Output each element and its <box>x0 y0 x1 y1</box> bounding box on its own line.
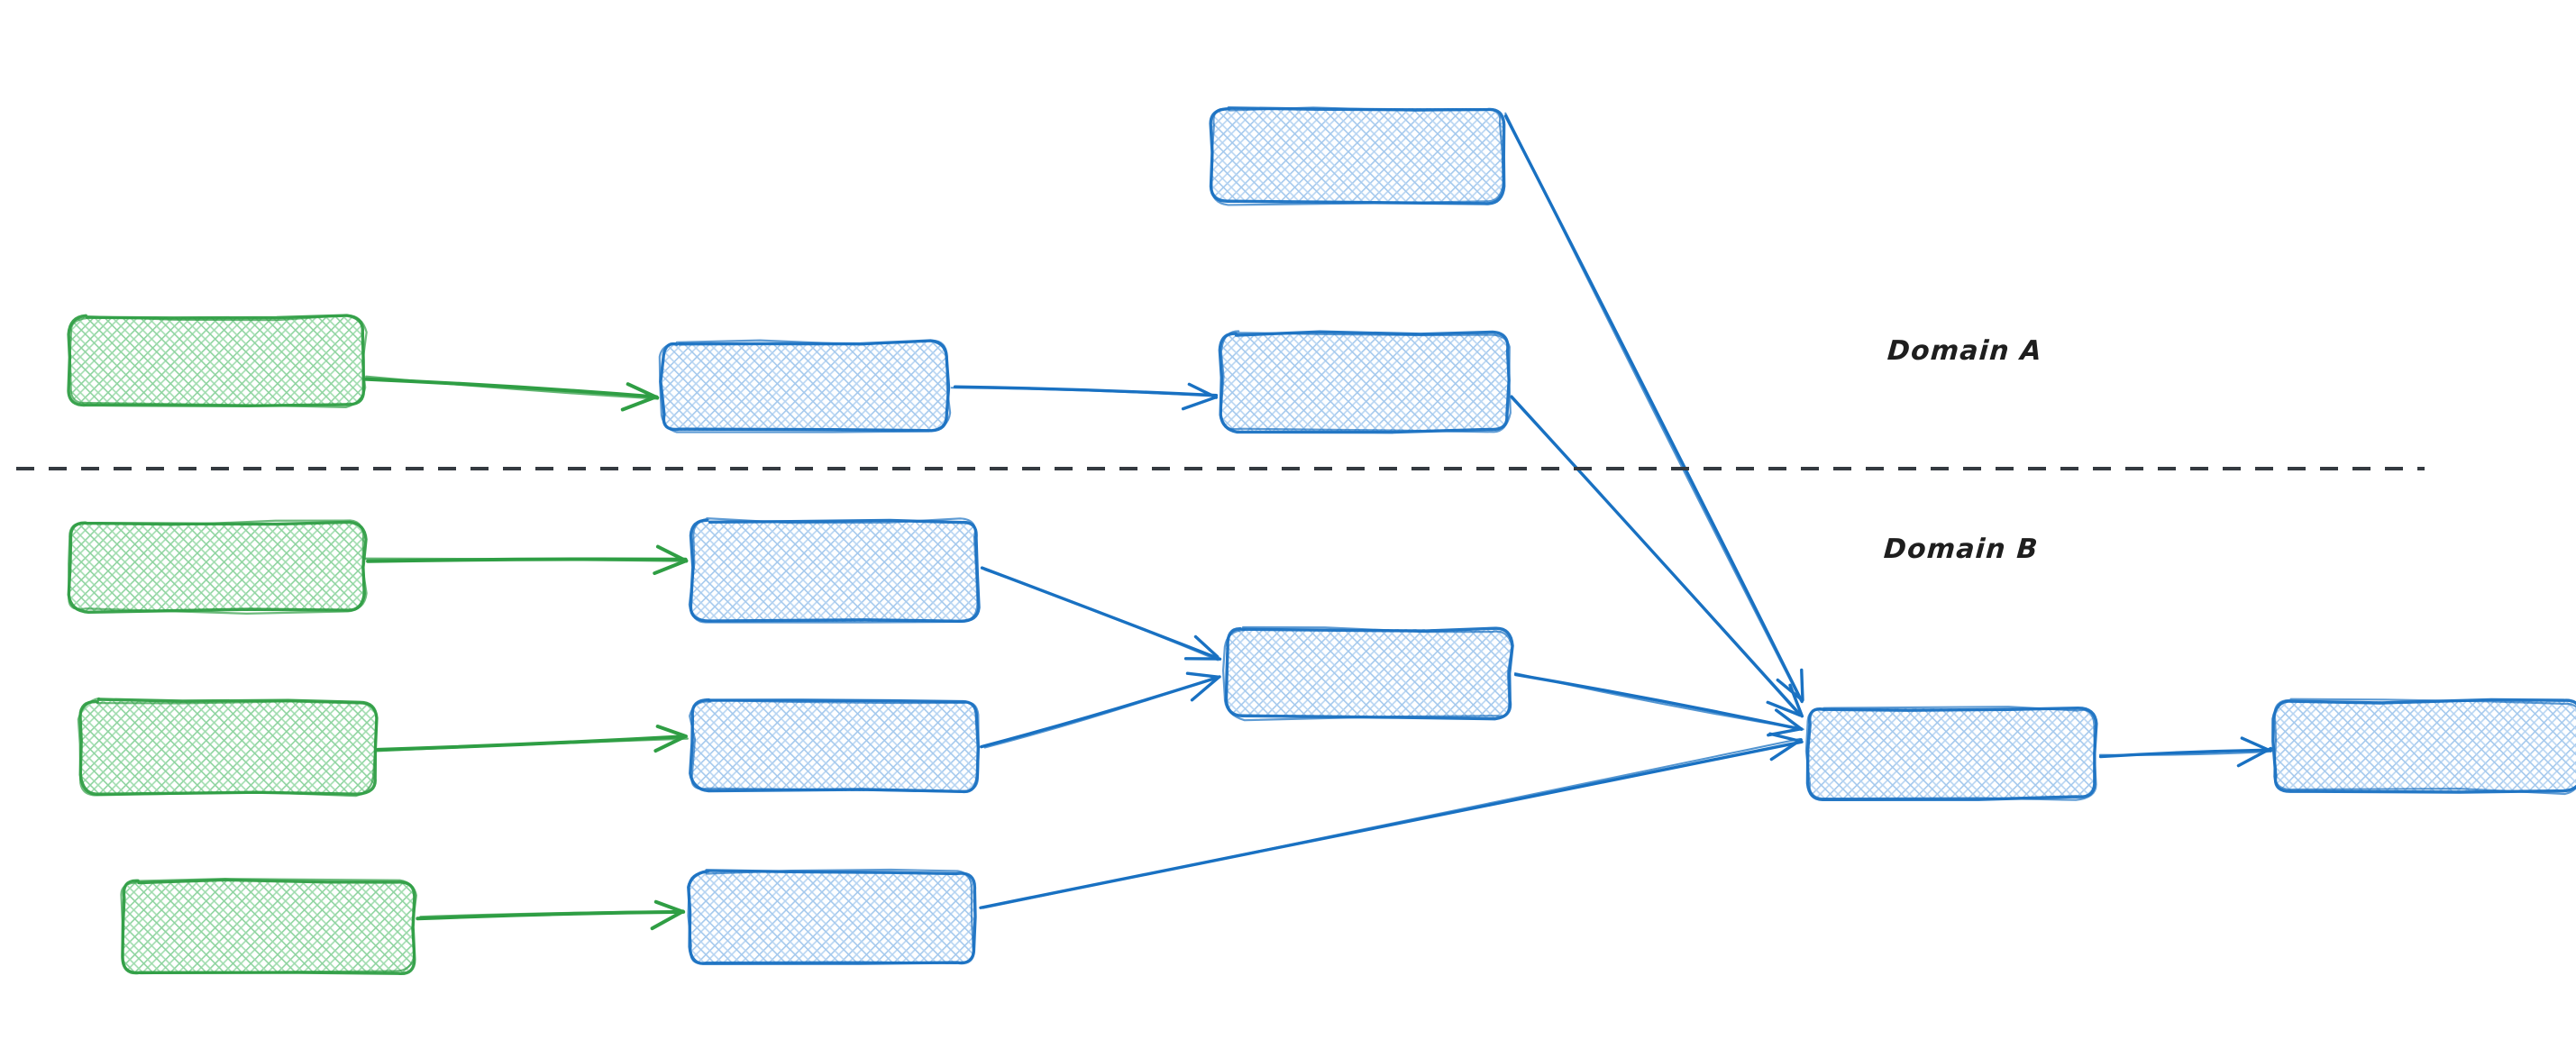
arrowhead-icon <box>1766 683 1804 718</box>
node-blue-box[interactable] <box>2271 698 2576 796</box>
node-blue-box[interactable] <box>1804 706 2098 801</box>
domain-b-label: Domain B <box>1882 534 2040 565</box>
edge-layer <box>362 112 2273 931</box>
arrowhead-icon <box>1185 671 1220 702</box>
edge-arrow <box>979 732 1804 909</box>
edge-arrow <box>950 382 1219 411</box>
arrowhead-icon <box>653 725 688 753</box>
edge-arrow <box>362 375 660 412</box>
node-green-box[interactable] <box>67 314 368 409</box>
domain-a-label: Domain A <box>1886 335 2044 367</box>
edge-arrow <box>980 566 1222 661</box>
arrowhead-icon <box>1768 732 1803 762</box>
edge-arrow <box>2098 736 2273 768</box>
node-blue-box[interactable] <box>1221 625 1514 722</box>
arrowhead-icon <box>1181 382 1219 411</box>
edge-arrow <box>375 725 689 753</box>
edge-arrow <box>1503 112 1804 704</box>
edge-arrow <box>364 544 689 576</box>
node-blue-box[interactable] <box>689 698 980 794</box>
edge-arrow <box>1510 395 1804 718</box>
node-blue-box[interactable] <box>1218 330 1512 434</box>
edge-arrow <box>980 671 1221 749</box>
arrowhead-icon <box>1183 634 1220 661</box>
node-blue-box[interactable] <box>687 868 977 965</box>
node-green-box[interactable] <box>67 519 368 615</box>
arrowhead-icon <box>620 382 660 412</box>
node-blue-box[interactable] <box>1209 106 1506 206</box>
node-layer <box>67 106 2576 976</box>
node-blue-box[interactable] <box>688 517 981 624</box>
node-blue-box[interactable] <box>658 339 952 433</box>
node-green-box[interactable] <box>77 697 379 798</box>
arrowhead-icon <box>2236 736 2273 768</box>
arrowhead-icon <box>653 544 689 576</box>
arrowhead-icon <box>650 899 685 931</box>
edge-arrow <box>1513 671 1804 737</box>
arrowhead-icon <box>1776 668 1804 702</box>
edge-arrow <box>416 899 686 931</box>
node-green-box[interactable] <box>120 878 417 976</box>
